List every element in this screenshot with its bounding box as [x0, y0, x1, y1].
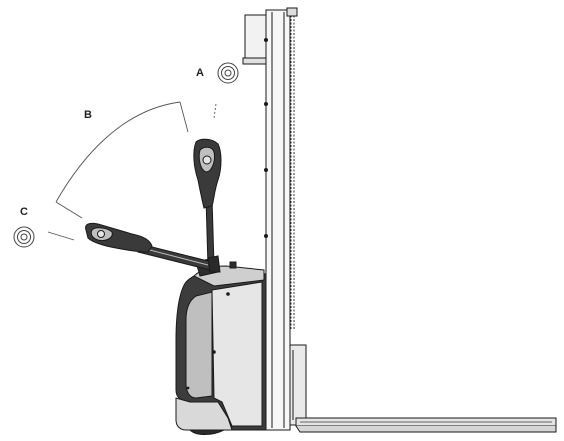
- truck-body: [175, 261, 267, 435]
- mast-outer-rail: [265, 9, 291, 431]
- mast-rivets: [264, 38, 268, 238]
- body-base-skirt: [175, 397, 233, 431]
- double-circle-icon: [217, 62, 239, 84]
- drive-wheel: [188, 429, 225, 435]
- arc-b: [55, 101, 181, 203]
- tiller-position-c: [85, 222, 221, 273]
- double-circle-icon: [13, 226, 35, 248]
- label-range-b: B: [84, 109, 92, 121]
- tiller-arm-a: [205, 197, 215, 267]
- label-position-c: C: [20, 206, 28, 218]
- fork-carriage: [289, 344, 307, 426]
- tiller-position-a: [193, 138, 222, 267]
- mast: [242, 7, 307, 431]
- mast-bracket-foot: [242, 57, 270, 65]
- mast-top-bracket: [244, 14, 268, 64]
- forks: [295, 417, 557, 433]
- label-position-a: A: [196, 67, 204, 79]
- arc-limit-a: [179, 101, 189, 133]
- range-arc-b: [47, 101, 217, 241]
- arc-limit-c: [55, 201, 83, 219]
- body-mid-band: [185, 291, 213, 399]
- body-side-panel: [211, 281, 263, 427]
